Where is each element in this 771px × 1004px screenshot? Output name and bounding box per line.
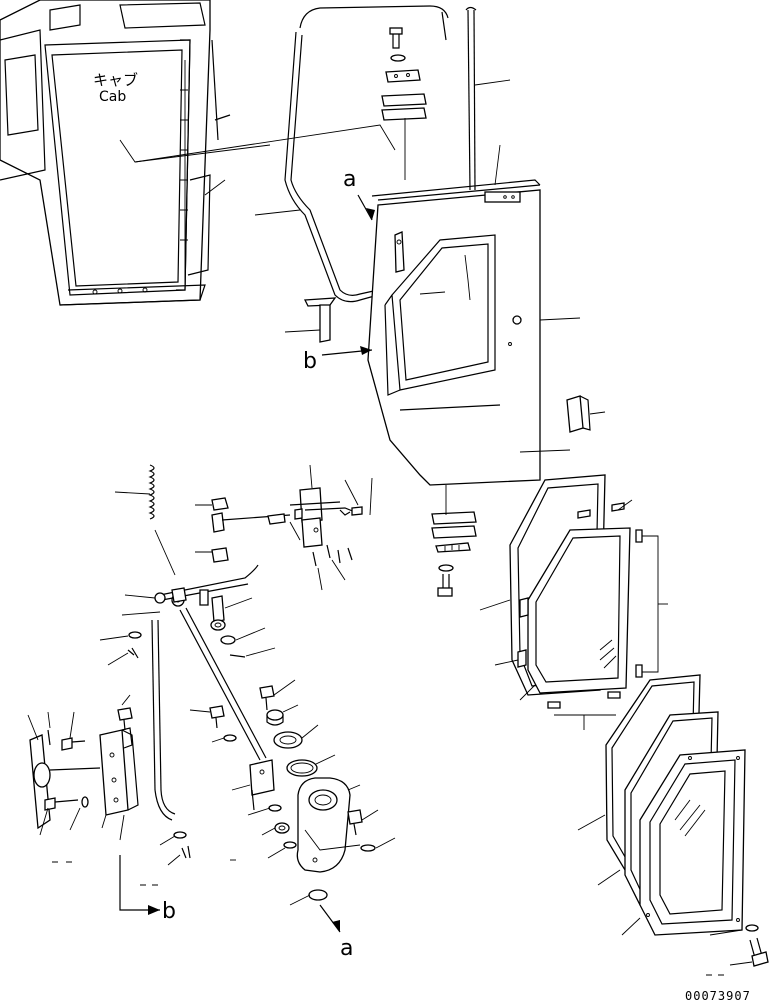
latch-assembly [289, 487, 363, 548]
view-b-label-top: b [303, 349, 317, 374]
long-link-rod [151, 619, 176, 821]
view-a-label-bottom: a [340, 936, 353, 961]
nut-center [274, 822, 290, 834]
cab-label-en: Cab [99, 89, 126, 105]
washer-center-2 [223, 734, 237, 742]
cab-assembly [0, 0, 231, 306]
top-bolt [389, 27, 403, 49]
washer-lock-arm [360, 844, 376, 852]
glass-pin-lower [635, 664, 643, 678]
bushing-upper [266, 709, 284, 726]
pivot-pin [199, 589, 209, 606]
cotter-pin-left-1 [127, 647, 139, 659]
lock-pivot [154, 587, 187, 607]
glass-stop-lower [517, 649, 527, 668]
collar [273, 731, 303, 749]
hinge-block [99, 727, 139, 816]
sliding-glass [527, 527, 631, 694]
inner-window-frame [639, 749, 746, 936]
view-b-label-bottom: b [162, 899, 176, 924]
glass-clip-upper [577, 509, 591, 519]
lower-shim-plate-2 [431, 525, 477, 539]
glass-runner-left [547, 701, 561, 709]
washer-left-1 [128, 631, 142, 639]
glass-stop-upper [519, 597, 529, 618]
connecting-rod [179, 607, 267, 761]
latch-pins [312, 544, 353, 567]
door-panel [367, 179, 541, 486]
top-striker-plate [385, 69, 421, 83]
bolt-center-left [209, 705, 225, 729]
top-shim-plates [381, 93, 427, 121]
door-lock-arm [296, 777, 351, 873]
drawing-number: 00073907 [685, 989, 751, 1003]
pin-left [47, 729, 51, 746]
cab-label-jp: キャブ [93, 71, 138, 89]
nut-middle [211, 547, 229, 563]
top-washer [390, 54, 406, 62]
washer-center-4 [283, 841, 297, 849]
bolt-center-upper [259, 685, 275, 711]
washer-center-3 [268, 804, 282, 812]
view-a-label-top: a [343, 167, 356, 192]
nut-upper [211, 497, 229, 511]
lower-striker-plate [435, 542, 471, 553]
bolt-left-lower [44, 797, 79, 811]
glass-runner-right [607, 691, 621, 699]
lock-lever-bracket [211, 512, 291, 533]
spring [148, 464, 155, 520]
frame-bolt [749, 937, 769, 967]
bolt-left-upper [117, 707, 133, 731]
door-lock-block [566, 395, 591, 433]
bolt-left-mid [61, 737, 86, 751]
pivot-bushing [210, 595, 226, 631]
lower-shim-plate-1 [431, 511, 477, 525]
door-handle [303, 297, 337, 343]
washer-center-1 [220, 635, 236, 645]
cotter-pin-rod-end [181, 845, 191, 859]
frame-washer [745, 924, 759, 932]
glass-pin-upper [635, 529, 643, 543]
cotter-pin-center-1 [229, 654, 246, 658]
hinge-rod [465, 6, 477, 191]
door-seal [284, 5, 449, 303]
lower-bolt [437, 574, 453, 597]
glass-clip-right [611, 502, 625, 512]
o-ring [286, 759, 318, 777]
washer-rod-end [173, 831, 187, 839]
washer-left-lower [81, 796, 89, 808]
lower-washer [438, 564, 454, 572]
latch-bracket [249, 759, 275, 811]
bolt-lock-arm [347, 809, 363, 836]
washer-bottom [308, 889, 328, 901]
